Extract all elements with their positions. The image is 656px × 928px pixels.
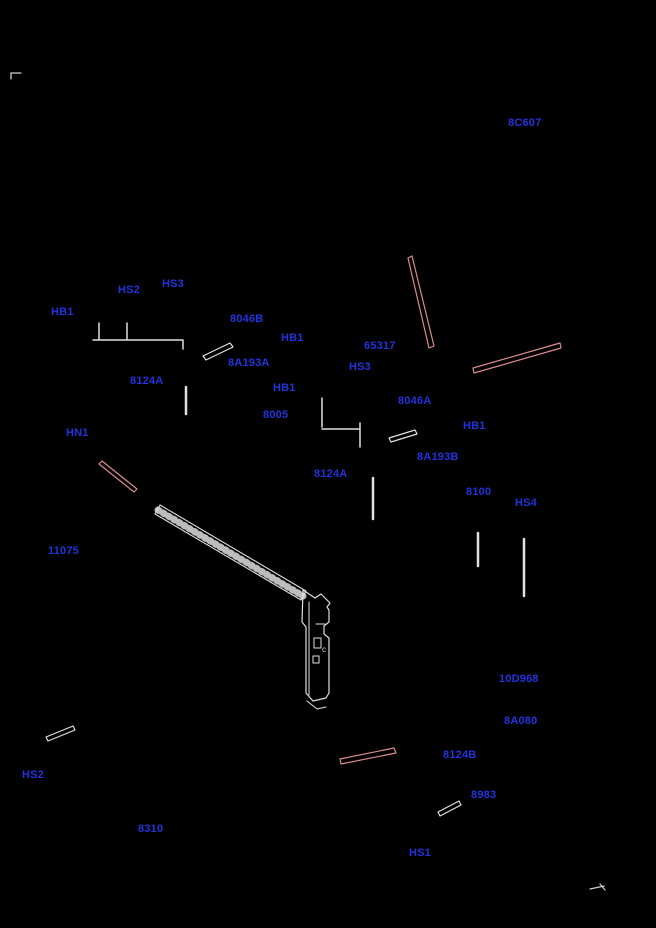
part-label-8a080[interactable]: 8A080 xyxy=(502,715,540,728)
part-label-hb1-4[interactable]: HB1 xyxy=(461,420,488,433)
needle-pointer xyxy=(472,342,562,374)
part-label-8a193b[interactable]: 8A193B xyxy=(415,451,461,464)
part-label-8124a-2[interactable]: 8124A xyxy=(312,468,350,481)
part-label-hs3-2[interactable]: HS3 xyxy=(347,361,373,374)
part-label-hs4[interactable]: HS4 xyxy=(513,497,539,510)
part-rod xyxy=(202,342,234,361)
part-label-8124a-1[interactable]: 8124A xyxy=(128,375,166,388)
corner-mark-top-left xyxy=(10,72,22,80)
part-label-hn1[interactable]: HN1 xyxy=(64,427,91,440)
part-label-hb1-1[interactable]: HB1 xyxy=(49,306,76,319)
part-rod xyxy=(437,800,462,817)
needle-pointer xyxy=(98,460,138,493)
bracket-outline xyxy=(92,322,184,350)
part-label-hs2-1[interactable]: HS2 xyxy=(116,284,142,297)
part-label-8100[interactable]: 8100 xyxy=(464,486,494,499)
rail-outline xyxy=(154,504,307,601)
part-label-11075[interactable]: 11075 xyxy=(46,545,81,558)
needle-pointer xyxy=(407,255,435,349)
channel-bracket-marking: c xyxy=(322,645,326,654)
part-label-8046b[interactable]: 8046B xyxy=(228,313,266,326)
part-label-hb1-3[interactable]: HB1 xyxy=(271,382,298,395)
rail-hatching xyxy=(154,506,307,600)
part-label-8005[interactable]: 8005 xyxy=(261,409,291,422)
channel-bracket-outline xyxy=(301,589,331,702)
part-label-8310[interactable]: 8310 xyxy=(136,823,166,836)
part-label-10d968[interactable]: 10D968 xyxy=(497,673,541,686)
part-label-8983[interactable]: 8983 xyxy=(469,789,499,802)
part-label-8124b[interactable]: 8124B xyxy=(441,749,479,762)
part-label-65317[interactable]: 65317 xyxy=(362,340,398,353)
part-label-8a193a[interactable]: 8A193A xyxy=(226,357,272,370)
part-label-hs1[interactable]: HS1 xyxy=(407,847,433,860)
channel-bracket-tail xyxy=(306,700,327,710)
part-label-8046a[interactable]: 8046A xyxy=(396,395,434,408)
part-rod xyxy=(45,725,76,742)
channel-bracket-hole xyxy=(313,637,322,649)
bracket-outline xyxy=(321,397,361,448)
corner-mark-bottom-right xyxy=(589,883,606,891)
part-rod xyxy=(388,429,418,443)
part-label-hb1-2[interactable]: HB1 xyxy=(279,332,306,345)
part-label-hs2-2[interactable]: HS2 xyxy=(20,769,46,782)
needle-pointer xyxy=(339,747,397,765)
channel-bracket-hole xyxy=(312,655,320,664)
part-label-hs3-1[interactable]: HS3 xyxy=(160,278,186,291)
part-label-8c607[interactable]: 8C607 xyxy=(506,117,544,130)
